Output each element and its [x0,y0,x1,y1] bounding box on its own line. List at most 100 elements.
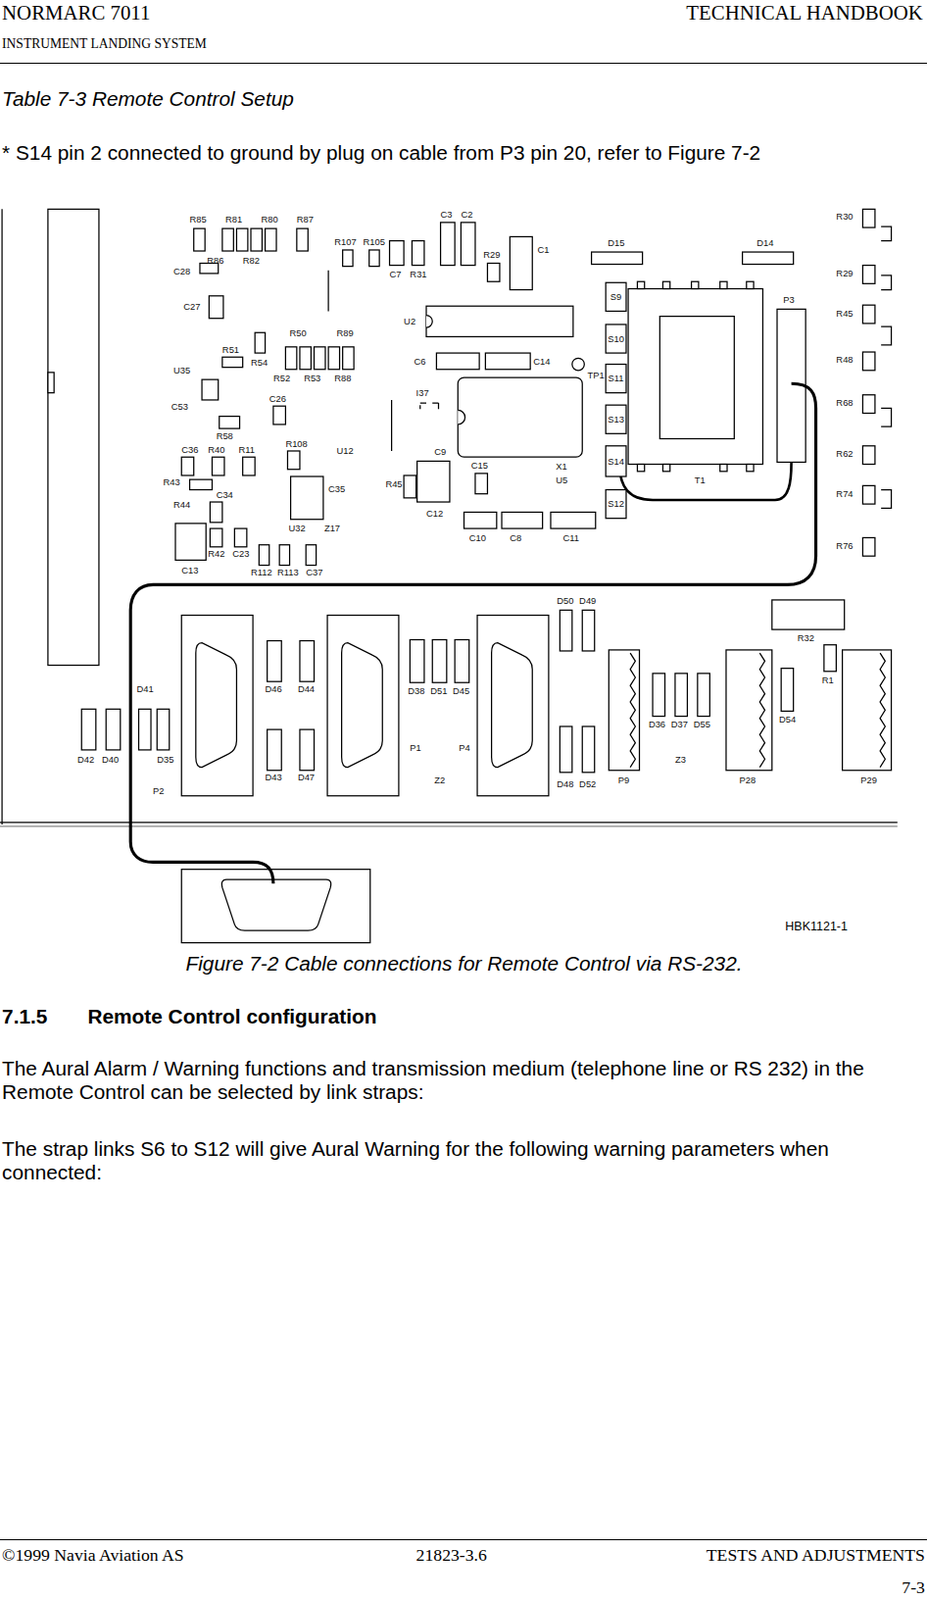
component-body [305,544,316,566]
component-body [440,222,456,266]
component-label: D45 [452,684,470,696]
component-body [487,263,499,283]
component-body [208,295,224,319]
component-body [550,511,596,529]
component-label: D40 [101,754,119,766]
component-body [222,228,234,251]
strap-label: S12 [607,497,625,509]
component-label: D55 [693,719,711,731]
component-body [250,228,262,251]
transformer-body [628,289,763,465]
transformer-pin [662,281,670,289]
board-edge [0,821,898,823]
component-body [862,394,875,414]
component-label: R108 [285,439,307,450]
transformer-pin [636,281,644,289]
component-body [342,249,353,267]
component-label: C53 [171,401,189,413]
component-label: P3 [782,294,794,306]
terminal-pins [759,652,765,768]
component-body [485,352,531,370]
component-body [265,228,277,251]
component-label: R112 [250,567,273,579]
component-body [409,639,425,684]
page-text: TECHNICAL HANDBOOK [685,0,923,25]
component-body [559,609,572,651]
component-label: D47 [297,772,315,783]
component-body [862,536,875,556]
component-body [299,729,315,771]
transistor-outline [880,226,891,508]
component-label: R44 [173,499,191,511]
component-body [475,473,488,494]
component-label: R45 [385,479,402,490]
page-text: ©1999 Navia Aviation AS [1,1544,185,1566]
terminal-pins [630,652,635,768]
component-label: TP1 [586,370,604,382]
component-label: R68 [835,397,853,409]
component-label: R40 [207,444,225,456]
component-body [314,346,326,370]
transformer-pin [720,281,728,289]
component-body [175,523,206,560]
component-body [862,304,875,324]
component-label: C27 [183,301,200,313]
component-label: R113 [277,567,299,579]
component-label: C3 [440,208,453,220]
component-body [460,222,476,266]
component-body [222,356,244,367]
link-strap [605,364,627,393]
component-body [81,708,97,750]
component-body [559,726,572,773]
component-label: C1 [536,244,549,256]
terminal-block [842,649,892,771]
db9-connector [181,615,253,796]
component-label: I37 [416,387,430,398]
component-body [369,249,380,267]
component-label: U32 [289,523,306,535]
component-label: R107 [334,236,356,247]
component-body [432,639,447,684]
board-edge [0,208,2,825]
component-label: D44 [297,683,315,694]
component-label: R45 [835,307,853,319]
component-body [436,352,480,370]
component-label: R29 [483,249,500,261]
component-body [201,379,219,400]
strap-wire [620,460,792,500]
transformer-pin [746,464,754,472]
component-label: R53 [303,373,321,385]
link-strap [605,404,627,434]
component-label: R51 [222,344,240,356]
component-body [105,708,121,750]
component-label: P9 [618,775,630,786]
component-body [403,475,416,498]
component-label: D48 [556,779,574,790]
component-label: C35 [328,483,345,494]
component-body [509,236,533,290]
component-label: R81 [225,214,243,226]
component-body [652,673,665,717]
component-label: R58 [216,430,234,441]
page-text: 21823-3.6 [416,1544,488,1566]
component-label: D35 [156,754,174,766]
component-body [236,228,247,251]
component-body [139,708,151,750]
component-body [258,544,269,566]
component-label: U35 [173,365,191,377]
page-text: INSTRUMENT LANDING SYSTEM [1,35,207,52]
component-label: U5 [555,475,568,487]
component-label: R105 [362,236,385,247]
header-rule [0,62,927,64]
component-label: U12 [336,445,353,457]
component-label: R42 [207,548,225,560]
link-strap [605,282,627,311]
component-body [675,673,687,717]
component-body [454,639,470,684]
component-label: R43 [163,477,181,488]
component-body [862,485,875,504]
db9-shell [491,642,534,768]
drawing-number: HBK1121-1 [784,919,848,934]
terminal-block [608,649,639,771]
component-body [862,265,875,285]
